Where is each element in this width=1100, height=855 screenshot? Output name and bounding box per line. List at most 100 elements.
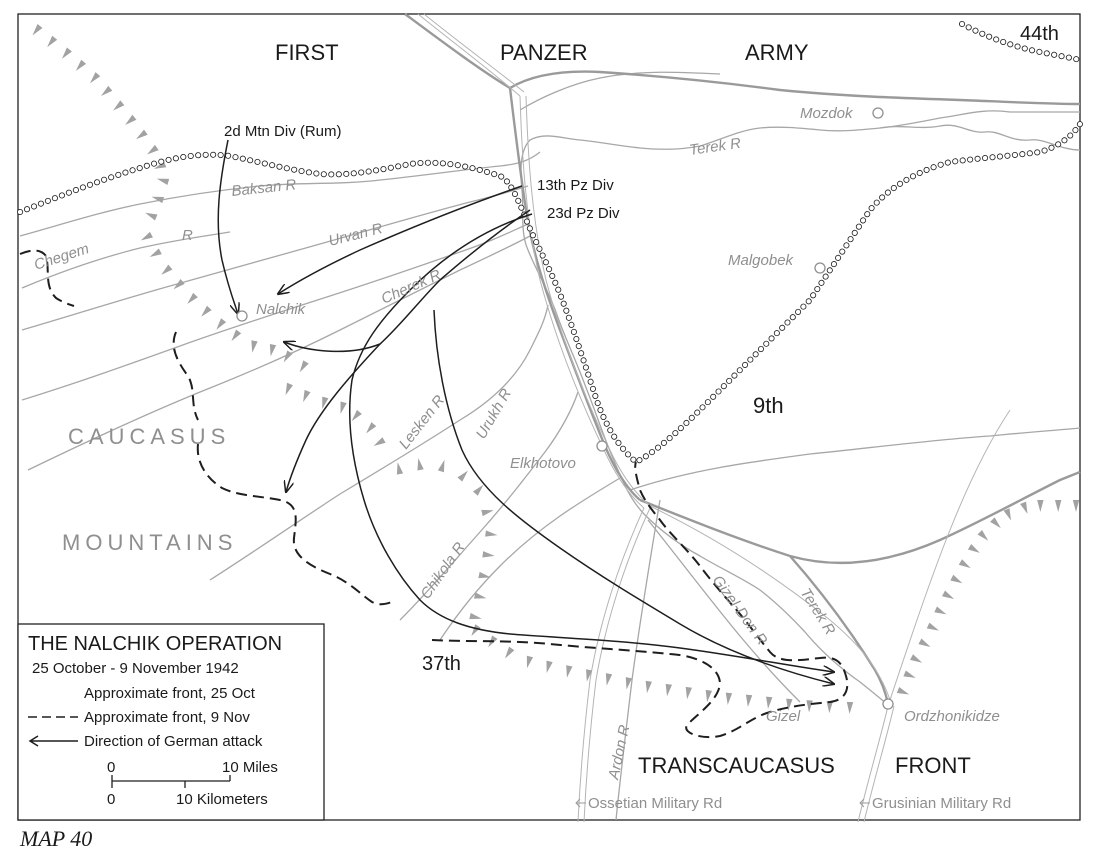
mountain-hachure xyxy=(566,665,573,678)
label-army: ARMY xyxy=(745,40,809,65)
mountain-hachure xyxy=(474,592,487,599)
chegem-river xyxy=(21,231,231,289)
label-37th: 37th xyxy=(422,653,461,675)
label-chikola: Chikola R xyxy=(417,539,468,602)
mountain-hachure xyxy=(926,622,939,631)
scale-miles-zero: 0 xyxy=(107,759,115,776)
legend-box xyxy=(17,623,325,821)
mountain-hachure xyxy=(745,694,753,707)
label-ossetian-road: Ossetian Military Rd xyxy=(588,795,722,812)
mountain-hachure xyxy=(366,422,377,434)
railway-main xyxy=(508,87,641,501)
mountain-hachure xyxy=(373,437,386,446)
cherek-branch xyxy=(27,235,531,471)
mountain-hachure xyxy=(303,389,311,403)
grusinian-road-b xyxy=(863,705,895,823)
town-elkhotovo-marker xyxy=(596,440,608,452)
scale-km-zero: 0 xyxy=(107,791,115,808)
legend-swatch-attack-arrow-icon xyxy=(28,735,78,747)
scale-km-label: 10 Kilometers xyxy=(176,791,268,808)
label-ordzhonikidze: Ordzhonikidze xyxy=(904,708,1000,725)
rivers xyxy=(19,71,1081,821)
label-caucasus: CAUCASUS xyxy=(68,424,230,449)
label-23d-pz-div: 23d Pz Div xyxy=(547,205,620,222)
mountain-hachure xyxy=(151,196,165,204)
front-9-nov xyxy=(19,249,849,738)
label-front: FRONT xyxy=(895,753,971,778)
mountain-hachure xyxy=(283,350,293,363)
mountain-hachure xyxy=(1003,508,1011,521)
scale-miles-label: 10 Miles xyxy=(222,759,278,776)
label-baksan: Baksan R xyxy=(231,176,298,200)
cherek-river xyxy=(21,223,529,401)
mountain-hachure xyxy=(322,396,329,410)
mountain-hachure xyxy=(201,305,212,317)
mountain-hachure xyxy=(1020,501,1028,514)
mountain-hachure xyxy=(625,677,633,690)
label-13th-pz-div: 13th Pz Div xyxy=(537,177,614,194)
ossetian-road-b xyxy=(583,507,651,823)
road-east xyxy=(649,505,891,701)
mountain-hachure xyxy=(417,458,424,471)
small-stream-2 xyxy=(629,427,1081,491)
place-labels: Mozdok Malgobek Nalchik Elkhotovo Gizel … xyxy=(256,105,1000,725)
mountain-hachure xyxy=(173,278,185,290)
label-grusinian-road: Grusinian Military Rd xyxy=(872,795,1011,812)
mountain-hachure xyxy=(161,264,173,275)
mountain-hachure xyxy=(101,85,113,97)
road-labels: Ossetian Military Rd Grusinian Military … xyxy=(575,795,1011,812)
town-mozdok-marker xyxy=(872,107,884,119)
mountain-hachure xyxy=(685,686,693,700)
mountain-hachure xyxy=(950,574,963,584)
attack-arrow-southwest xyxy=(286,343,381,492)
mountain-hachure xyxy=(136,129,148,140)
front-9-nov-main xyxy=(196,443,393,606)
attack-arrow-south-1 xyxy=(348,213,834,672)
army-labels: FIRST PANZER ARMY 44th 9th 37th TRANSCAU… xyxy=(275,23,1059,778)
map-frame xyxy=(17,13,1081,821)
label-malgobek: Malgobek xyxy=(728,252,795,269)
railway-south xyxy=(639,470,1081,565)
attack-arrow-south-2 xyxy=(433,309,834,684)
mountain-hachure xyxy=(665,683,672,697)
town-nalchik-marker xyxy=(236,310,248,322)
lesken-river xyxy=(209,304,549,581)
urukh-river xyxy=(399,391,579,621)
mountain-hachure xyxy=(918,638,931,647)
mountain-hachure xyxy=(1054,500,1062,512)
mountain-hachure xyxy=(705,689,713,703)
road-main-b xyxy=(525,95,651,507)
label-chegem-r: R xyxy=(182,227,193,244)
mountain-hachure xyxy=(149,248,162,257)
road-north xyxy=(417,13,521,97)
label-urukh: Urukh R xyxy=(473,386,515,442)
mountain-hachure xyxy=(903,670,916,678)
mountain-hachure xyxy=(351,409,362,422)
label-terek-north: Terek R xyxy=(688,135,742,159)
road-north-b xyxy=(423,13,525,93)
mountain-hachure xyxy=(806,700,813,713)
mountain-hachure xyxy=(251,340,258,353)
label-gizel-don: Gizel-Don R xyxy=(709,572,771,648)
mountain-hachure xyxy=(457,470,468,482)
mountain-hachure xyxy=(482,551,495,558)
legend-item-front-9-nov: Approximate front, 9 Nov xyxy=(84,709,250,726)
label-transcaucasus: TRANSCAUCASUS xyxy=(638,753,835,778)
railway-north xyxy=(404,13,1081,106)
mountain-hachure xyxy=(140,231,153,241)
attack-arrow-rum xyxy=(217,139,238,314)
mountain-hachure xyxy=(473,484,484,496)
mountain-hachure xyxy=(471,624,481,636)
mountain-hachure xyxy=(934,606,947,615)
town-malgobek-marker xyxy=(814,262,826,274)
mountain-hachure xyxy=(645,680,652,694)
mountain-hachure xyxy=(478,571,491,579)
mountain-hachures xyxy=(32,24,1080,714)
mountain-hachure xyxy=(156,178,170,185)
mountain-hachure xyxy=(725,692,733,705)
unit-labels: 2d Mtn Div (Rum) 13th Pz Div 23d Pz Div xyxy=(224,123,620,222)
mountain-hachure xyxy=(32,24,43,36)
mountain-hachure xyxy=(910,654,923,663)
mountain-hachure xyxy=(90,72,101,84)
label-gizel: Gizel xyxy=(766,708,801,725)
